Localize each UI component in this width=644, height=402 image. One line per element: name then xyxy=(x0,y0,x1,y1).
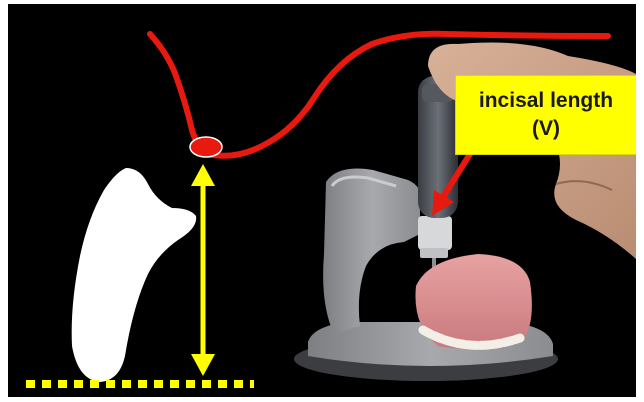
tooth-silhouette xyxy=(72,168,197,382)
figure-canvas xyxy=(8,4,636,397)
callout-title: incisal length xyxy=(479,87,613,115)
callout-label: (V) xyxy=(532,115,560,143)
incisal-length-callout: incisal length (V) xyxy=(455,75,636,155)
yellow-double-arrow xyxy=(191,164,215,376)
red-ellipse-marker xyxy=(190,137,222,157)
figure-frame: incisal length (V) xyxy=(8,4,636,397)
